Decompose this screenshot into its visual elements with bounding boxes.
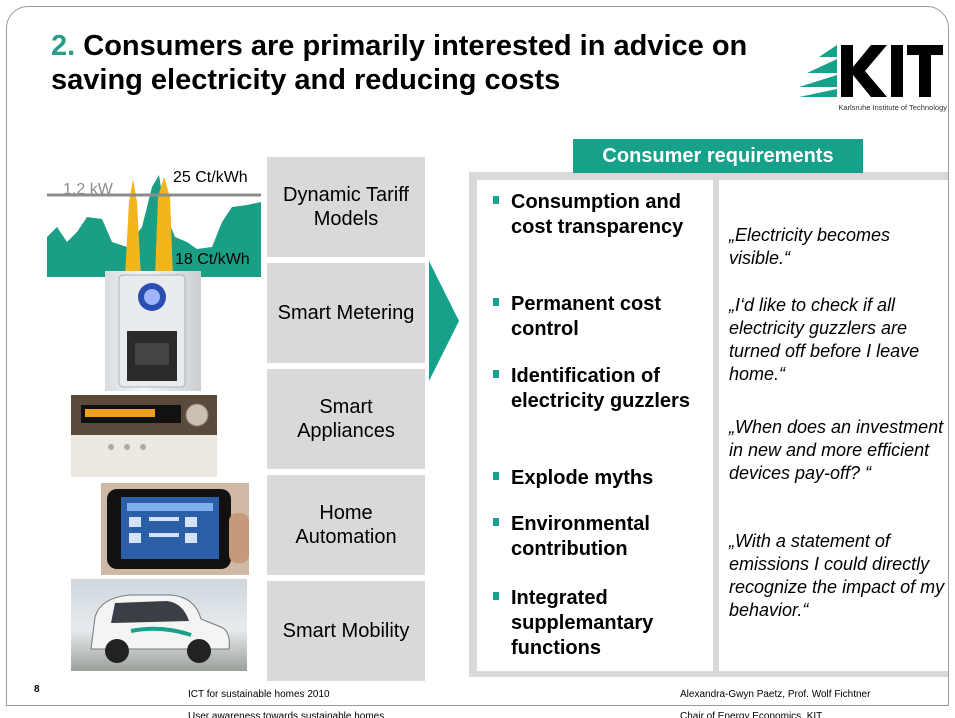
consumer-quote: „I‘d like to check if all electricity gu…	[729, 295, 920, 384]
tariff-chart: 1,2 kW 25 Ct/kWh 18 Ct/kWh	[47, 157, 261, 277]
smart-appliance-image	[71, 395, 217, 477]
footer-conference: ICT for sustainable homes 2010 User awar…	[188, 684, 384, 718]
category-dynamic-tariff-models: Dynamic Tariff Models	[267, 157, 425, 257]
requirements-list: Consumption and cost transparency Perman…	[477, 180, 713, 671]
slide-title: 2. Consumers are primarily interested in…	[51, 29, 791, 97]
requirements-header: Consumer requirements	[573, 139, 863, 173]
requirements-panel: Consumption and cost transparency Perman…	[469, 172, 948, 677]
category-label: Smart Mobility	[282, 620, 410, 642]
category-label: Smart Metering	[277, 302, 415, 324]
requirement-item: Identification of electricity guzzlers	[493, 364, 709, 414]
category-home-automation: Home Automation	[267, 475, 425, 575]
category-label: Dynamic Tariff Models	[283, 184, 409, 230]
requirement-item: Explode myths	[493, 466, 709, 491]
conference-subtitle: User awareness towards sustainable homes	[188, 711, 385, 718]
category-label: Smart Appliances	[297, 396, 395, 442]
requirement-item: Permanent cost control	[493, 292, 709, 342]
bullet-icon	[493, 196, 499, 204]
author-affiliation: Chair of Energy Economics, KIT	[680, 711, 823, 718]
tariff-consumption-area	[47, 175, 261, 277]
kit-tagline: Karlsruhe Institute of Technology	[838, 103, 947, 112]
consumer-quote: „When does an investment in new and more…	[729, 417, 944, 483]
tariff-high-price-label: 25 Ct/kWh	[173, 169, 248, 186]
smart-mobility-image	[71, 579, 247, 671]
kit-logo-graphic	[799, 45, 943, 97]
requirement-item: Consumption and cost transparency	[493, 190, 709, 240]
bullet-icon	[493, 298, 499, 306]
category-label: Home Automation	[295, 502, 397, 548]
bullet-icon	[493, 370, 499, 378]
bullet-icon	[493, 592, 499, 600]
requirement-item: Environmental contribution	[493, 512, 709, 562]
arrow-right-icon	[429, 261, 459, 381]
footer-author: Alexandra-Gwyn Paetz, Prof. Wolf Fichtne…	[680, 684, 870, 718]
page-number: 8	[34, 684, 40, 695]
quotes-column: „Electricity becomes visible.“ „I‘d like…	[719, 180, 948, 671]
category-smart-metering: Smart Metering	[267, 263, 425, 363]
bullet-icon	[493, 472, 499, 480]
tariff-peak-2	[155, 177, 173, 277]
requirement-item: Integrated supplemantary functions	[493, 586, 709, 661]
bullet-icon	[493, 518, 499, 526]
tariff-power-label: 1,2 kW	[63, 181, 113, 198]
title-number: 2.	[51, 30, 76, 62]
author-names: Alexandra-Gwyn Paetz, Prof. Wolf Fichtne…	[680, 689, 871, 700]
consumer-quote: „With a statement of emissions I could d…	[729, 531, 945, 620]
category-smart-mobility: Smart Mobility	[267, 581, 425, 681]
smart-meter-image	[105, 271, 201, 391]
kit-logo: Karlsruhe Institute of Technology	[797, 37, 947, 115]
slide: 2. Consumers are primarily interested in…	[6, 6, 949, 706]
title-text: Consumers are primarily interested in ad…	[51, 30, 748, 96]
home-automation-image	[101, 483, 249, 575]
tariff-peak-1	[125, 179, 141, 277]
consumer-quote: „Electricity becomes visible.“	[729, 225, 891, 268]
conference-name: ICT for sustainable homes 2010	[188, 689, 330, 700]
category-smart-appliances: Smart Appliances	[267, 369, 425, 469]
tariff-low-price-label: 18 Ct/kWh	[175, 251, 250, 268]
